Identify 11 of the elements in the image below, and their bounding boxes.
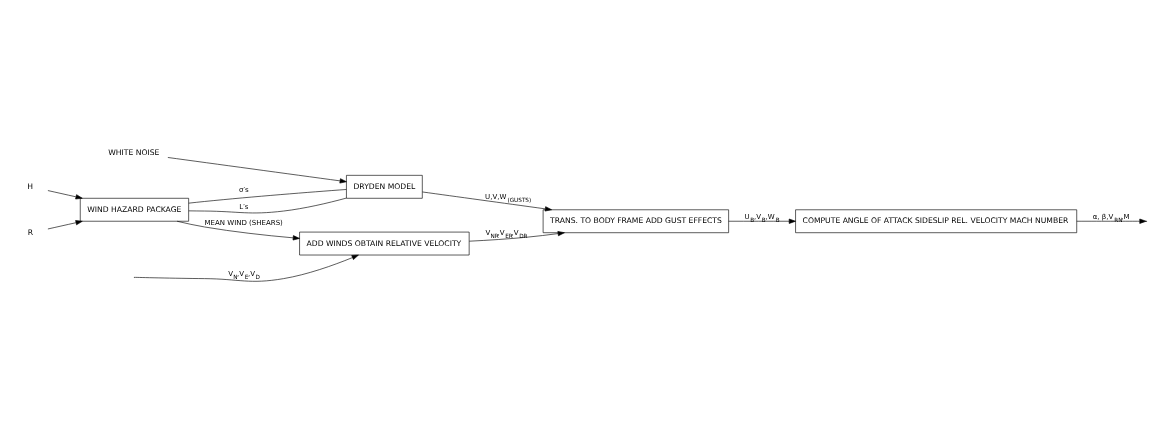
connector: [188, 197, 347, 213]
arrow: [469, 230, 565, 241]
connector: [188, 188, 347, 203]
arrow: [167, 156, 347, 183]
arrow: [422, 191, 552, 211]
arrow: [47, 219, 83, 229]
arrow: [728, 218, 796, 224]
arrow: [134, 254, 359, 282]
arrow: [1076, 218, 1147, 224]
arrow: [176, 220, 300, 240]
arrow: [47, 189, 83, 199]
